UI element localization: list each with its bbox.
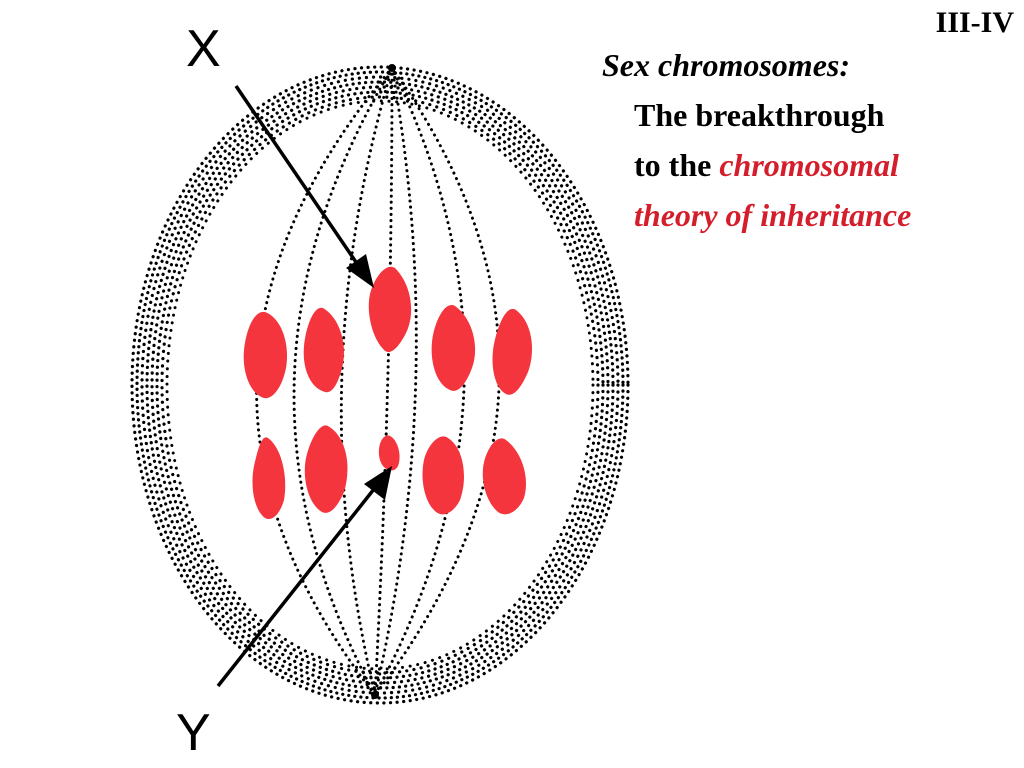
title-highlight-chromosomal: chromosomal	[719, 147, 899, 183]
chromosome-top-1	[243, 311, 288, 399]
chromosome-y	[378, 435, 400, 471]
chromosomes	[243, 266, 532, 520]
upper-pole	[388, 64, 396, 72]
title-line-1: Sex chromosomes:	[602, 47, 850, 83]
y-arrow	[216, 466, 392, 688]
chromosome-bottom-1	[252, 437, 286, 520]
y-chromosome-label: Y	[176, 704, 211, 762]
title-line-3-prefix: to the	[634, 147, 712, 183]
chromosome-top-5	[492, 308, 532, 395]
chromosome-bottom-4	[422, 436, 464, 515]
chromosome-x	[368, 266, 412, 353]
x-arrow	[234, 85, 374, 288]
x-chromosome-label: X	[186, 20, 221, 78]
slide-number: III-IV	[935, 6, 1014, 39]
title-highlight-theory: theory of inheritance	[634, 197, 912, 233]
arrows	[216, 85, 392, 688]
chromosome-bottom-2	[304, 425, 348, 513]
title-line-3: to the chromosomal	[602, 140, 911, 190]
spindle-poles	[371, 64, 396, 699]
chromosome-bottom-5	[482, 438, 526, 515]
slide-title: Sex chromosomes: The breakthrough to the…	[602, 40, 911, 240]
lower-pole	[371, 691, 379, 699]
chromosome-top-4	[431, 304, 476, 391]
chromosome-top-2	[303, 307, 344, 393]
title-line-2: The breakthrough	[634, 97, 885, 133]
cell-boundary	[130, 65, 630, 705]
